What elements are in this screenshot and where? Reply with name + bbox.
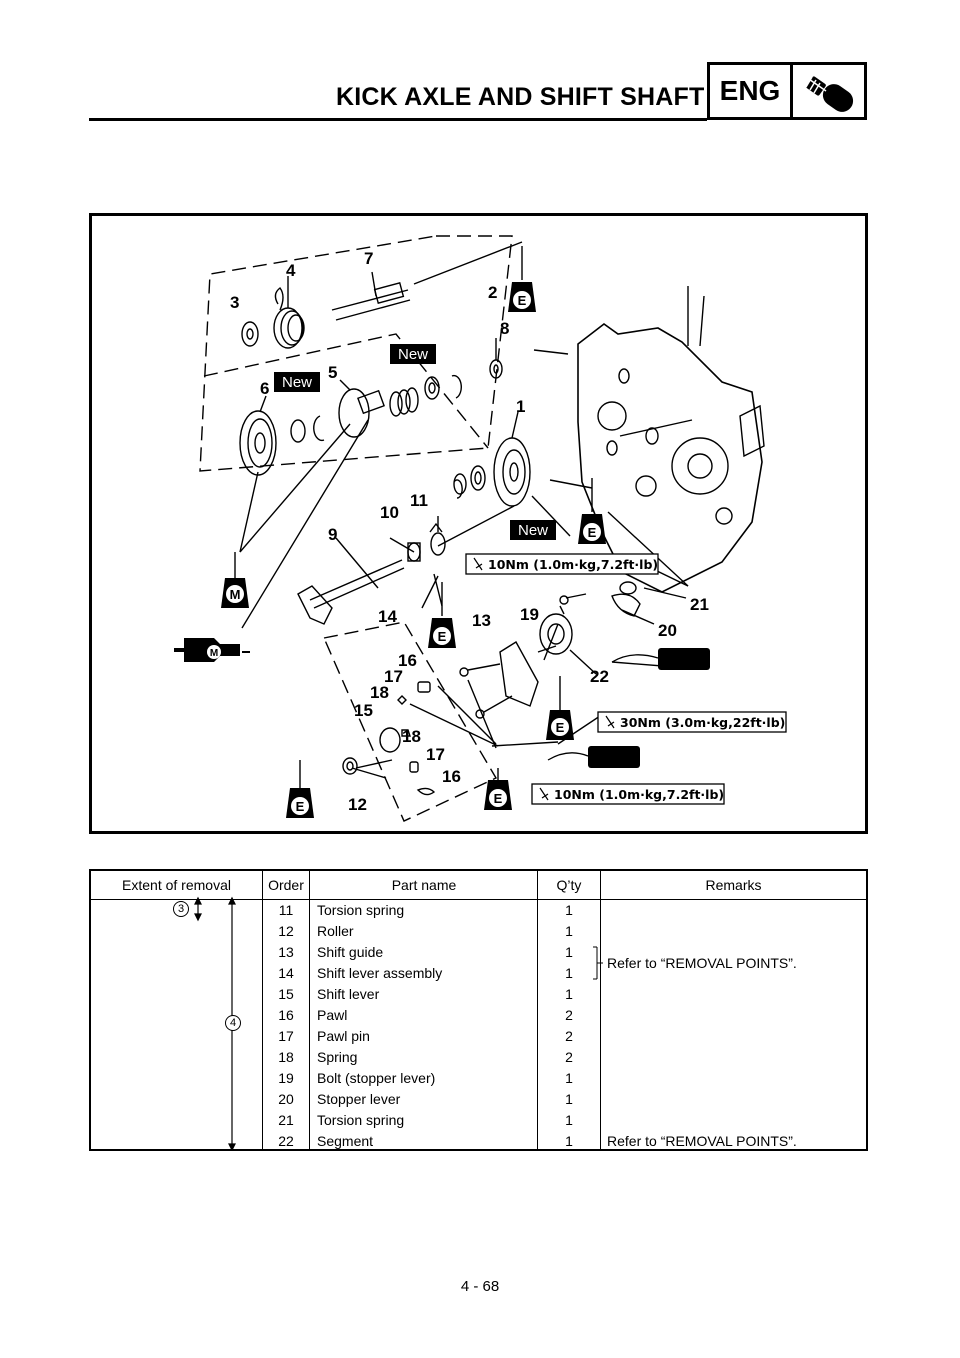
header-remarks: Remarks (705, 877, 762, 893)
header-extent: Extent of removal (122, 877, 231, 893)
header-rule (89, 118, 707, 121)
torque-spec: 30Nm (3.0m·kg,22ft·lb) (597, 711, 787, 733)
callout-4: 4 (286, 261, 296, 280)
new-label: New (390, 344, 436, 364)
engine-oil-symbol: E (546, 676, 574, 740)
section-label: ENG (710, 65, 793, 117)
moly-oil-symbol: M (221, 552, 249, 608)
column-divider (600, 871, 601, 1149)
table-header: Extent of removal Order Part name Q’ty R… (91, 871, 866, 900)
callout-12: 12 (348, 795, 367, 814)
callout-9: 9 (328, 525, 337, 544)
special-tool-icon (547, 746, 640, 768)
callout-18: 18 (370, 683, 389, 702)
callout-7: 7 (364, 249, 373, 268)
svg-text:New: New (398, 346, 428, 363)
table-row: 21 Torsion spring 1 (278, 1112, 573, 1128)
svg-text:E: E (494, 791, 503, 806)
svg-text:E: E (518, 293, 527, 308)
callout-22: 22 (590, 667, 609, 686)
callout-20: 20 (658, 621, 677, 640)
callout-18: 18 (402, 727, 421, 746)
callout-6: 6 (260, 379, 269, 398)
remark-bracket (593, 946, 603, 980)
remark: Refer to “REMOVAL POINTS”. (607, 1133, 797, 1149)
callout-17: 17 (426, 745, 445, 764)
table-row: 14 Shift lever assembly 1 (278, 965, 573, 981)
callout-11: 11 (410, 491, 428, 510)
svg-text:30Nm (3.0m·kg,22ft·lb): 30Nm (3.0m·kg,22ft·lb) (620, 715, 785, 730)
column-divider (309, 871, 310, 1149)
callout-14: 14 (378, 607, 397, 626)
new-label: New (510, 520, 556, 540)
callout-13: 13 (472, 611, 491, 630)
exploded-view-drawing: E E E E E E (174, 235, 787, 822)
callout-16: 16 (442, 767, 461, 786)
header-part-name: Part name (391, 877, 457, 893)
column-divider (537, 871, 538, 1149)
section-badge: ENG (707, 62, 867, 120)
callout-2: 2 (488, 283, 497, 302)
callout-19: 19 (520, 605, 539, 624)
callout-10: 10 (380, 503, 399, 522)
special-tool-icon (611, 648, 710, 670)
engine-oil-symbol: E (428, 582, 456, 648)
torque-spec: 10Nm (1.0m·kg,7.2ft·lb) (465, 553, 659, 575)
table-row: 22 Segment 1 Refer to “REMOVAL POINTS”. (278, 1133, 797, 1149)
table-row: 17 Pawl pin 2 (278, 1028, 573, 1044)
svg-text:E: E (588, 525, 597, 540)
table-row: 18 Spring 2 (278, 1049, 573, 1065)
callout-1: 1 (516, 397, 525, 416)
table-row: 20 Stopper lever 1 (278, 1091, 573, 1107)
table-row: 19 Bolt (stopper lever) 1 (278, 1070, 573, 1086)
torque-spec: 10Nm (1.0m·kg,7.2ft·lb) (531, 783, 725, 805)
callout-3: 3 (230, 293, 239, 312)
callout-15: 15 (354, 701, 373, 720)
svg-text:E: E (438, 629, 447, 644)
callout-17: 17 (384, 667, 403, 686)
exploded-view-diagram: E E E E E E (89, 213, 868, 834)
table-row: 13 Shift guide 1 (278, 944, 573, 960)
svg-text:10Nm (1.0m·kg,7.2ft·lb): 10Nm (1.0m·kg,7.2ft·lb) (488, 557, 658, 572)
column-divider (262, 871, 263, 1149)
svg-text:New: New (282, 374, 312, 391)
header-qty: Q’ty (556, 877, 582, 893)
extent-mark: 4 (225, 1015, 241, 1031)
extent-mark: 3 (173, 901, 189, 917)
callout-8: 8 (500, 319, 509, 338)
callout-16: 16 (398, 651, 417, 670)
svg-text:10Nm (1.0m·kg,7.2ft·lb): 10Nm (1.0m·kg,7.2ft·lb) (554, 787, 724, 802)
table-row: 12 Roller 1 (278, 923, 573, 939)
callout-5: 5 (328, 363, 337, 382)
engine-oil-symbol: E (484, 768, 512, 810)
page-number: 4 - 68 (460, 1278, 500, 1295)
table-row: 15 Shift lever 1 (278, 986, 573, 1002)
table-row: 16 Pawl 2 (278, 1007, 573, 1023)
group-remark: Refer to “REMOVAL POINTS”. (607, 955, 797, 971)
engine-oil-symbol: E (508, 246, 536, 312)
svg-text:New: New (518, 522, 548, 539)
svg-text:M: M (210, 648, 218, 659)
engine-part-icon (805, 76, 854, 112)
svg-text:E: E (556, 720, 565, 735)
svg-text:E: E (296, 799, 305, 814)
engine-oil-symbol: E (286, 760, 314, 818)
svg-text:M: M (230, 587, 241, 602)
parts-table: Extent of removal Order Part name Q’ty R… (89, 869, 868, 1151)
table-row: 11 Torsion spring 1 (278, 902, 573, 918)
engine-oil-symbol: E (578, 478, 606, 544)
page-title: KICK AXLE AND SHIFT SHAFT (336, 83, 705, 111)
new-label: New (274, 372, 320, 392)
moly-grease-symbol: M (174, 638, 250, 662)
header-order: Order (268, 877, 304, 893)
callout-21: 21 (690, 595, 709, 614)
